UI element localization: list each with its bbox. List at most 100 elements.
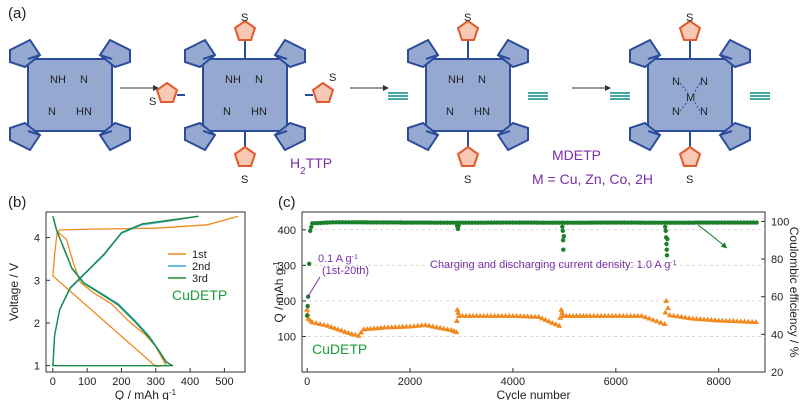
capacity-point	[304, 306, 311, 312]
efficiency-point	[610, 220, 615, 225]
capacity-point	[715, 317, 722, 323]
capacity-point	[663, 297, 670, 303]
efficiency-point	[751, 220, 756, 225]
efficiency-point	[613, 220, 619, 225]
efficiency-point	[544, 220, 549, 225]
capacity-point	[749, 318, 756, 324]
capacity-point	[317, 321, 324, 326]
efficiency-point	[307, 261, 312, 266]
panel-a-label: (a)	[8, 5, 26, 22]
capacity-point	[517, 313, 524, 319]
y-axis-label: Q / mAh g-1	[272, 261, 287, 323]
efficiency-point	[513, 220, 519, 225]
efficiency-point	[589, 220, 594, 225]
y-tick-label: 3	[34, 275, 40, 287]
efficiency-point	[662, 224, 668, 229]
efficiency-point	[619, 220, 625, 225]
y2-tick-label: 80	[771, 254, 783, 266]
efficiency-point	[586, 220, 591, 225]
capacity-point	[686, 315, 693, 321]
efficiency-point	[476, 220, 481, 225]
capacity-point	[745, 318, 752, 324]
efficiency-point	[353, 220, 358, 225]
capacity-point	[708, 316, 715, 322]
efficiency-point	[664, 241, 669, 247]
detp-molecule: NH N N HN S S	[388, 12, 548, 186]
efficiency-point	[404, 220, 410, 225]
sample-name-label: CuDETP	[172, 287, 227, 303]
efficiency-point	[432, 220, 437, 225]
capacity-point	[528, 313, 535, 319]
rate-annotation: 0.1 A g-1	[318, 253, 358, 265]
atom-nh: NH	[448, 74, 464, 86]
capacity-point	[730, 318, 737, 324]
efficiency-point	[463, 220, 468, 225]
capacity-point	[520, 313, 527, 319]
capacity-point	[723, 317, 730, 323]
capacity-point	[338, 327, 345, 333]
x-tick-label: 100	[78, 376, 96, 388]
x-axis-label: Q / mAh g-1	[115, 388, 177, 400]
metal-list: M = Cu, Zn, Co, 2H	[532, 171, 653, 187]
capacity-point	[737, 318, 744, 324]
efficiency-point	[330, 220, 336, 225]
capacity-point	[657, 319, 664, 325]
efficiency-point	[346, 220, 352, 225]
x-tick-label: 0	[304, 376, 310, 388]
current-annotation: Charging and discharging current density…	[430, 259, 677, 271]
efficiency-point	[410, 220, 416, 225]
atom-nh: NH	[225, 74, 241, 86]
panel-b-label: (b)	[8, 194, 26, 211]
atom-m: M	[686, 92, 695, 104]
capacity-point	[704, 316, 711, 322]
capacity-point	[531, 313, 538, 319]
efficiency-point	[592, 220, 597, 225]
capacity-point	[726, 317, 733, 323]
efficiency-point	[535, 220, 540, 225]
efficiency-point	[653, 220, 658, 225]
capacity-point	[559, 309, 566, 315]
capacity-point	[646, 315, 653, 321]
panel-c-label: (c)	[278, 194, 296, 211]
efficiency-point	[356, 220, 361, 225]
atom-n: N	[80, 74, 88, 86]
x-tick-label: 4000	[501, 376, 525, 388]
capacity-point	[355, 332, 362, 338]
x-tick-label: 200	[112, 376, 130, 388]
capacity-point	[752, 319, 759, 325]
sample-name-label: CuDETP	[312, 341, 367, 357]
efficiency-point	[641, 220, 646, 225]
efficiency-point	[562, 220, 567, 225]
efficiency-point	[656, 220, 661, 225]
capacity-point	[545, 318, 552, 324]
capacity-point	[429, 323, 436, 329]
efficiency-point	[628, 220, 634, 225]
capacity-point	[653, 318, 660, 324]
efficiency-point	[469, 220, 475, 225]
efficiency-point	[395, 220, 401, 225]
efficiency-point	[622, 220, 628, 225]
atom-s: S	[686, 12, 693, 24]
efficiency-point	[516, 220, 522, 225]
y-tick-label: 1	[34, 361, 40, 373]
efficiency-point	[583, 220, 588, 225]
efficiency-point	[725, 220, 731, 225]
efficiency-point	[741, 220, 747, 225]
efficiency-point	[501, 220, 506, 225]
y-tick-label: 300	[278, 260, 296, 272]
legend-label: 2nd	[192, 261, 210, 273]
x-tick-label: 500	[215, 376, 233, 388]
capacity-point	[437, 324, 444, 330]
x-tick-label: 400	[181, 376, 199, 388]
y-axis-label: Voltage / V	[7, 263, 21, 321]
capacity-point	[345, 329, 352, 335]
efficiency-point	[457, 220, 462, 225]
efficiency-point	[634, 220, 640, 225]
efficiency-point	[365, 220, 370, 225]
efficiency-point	[659, 220, 664, 225]
h2ttp-molecule: NH N N HN S S S S	[149, 12, 336, 186]
efficiency-point	[664, 247, 669, 252]
x-tick-label: 2000	[398, 376, 422, 388]
capacity-point	[678, 313, 685, 319]
